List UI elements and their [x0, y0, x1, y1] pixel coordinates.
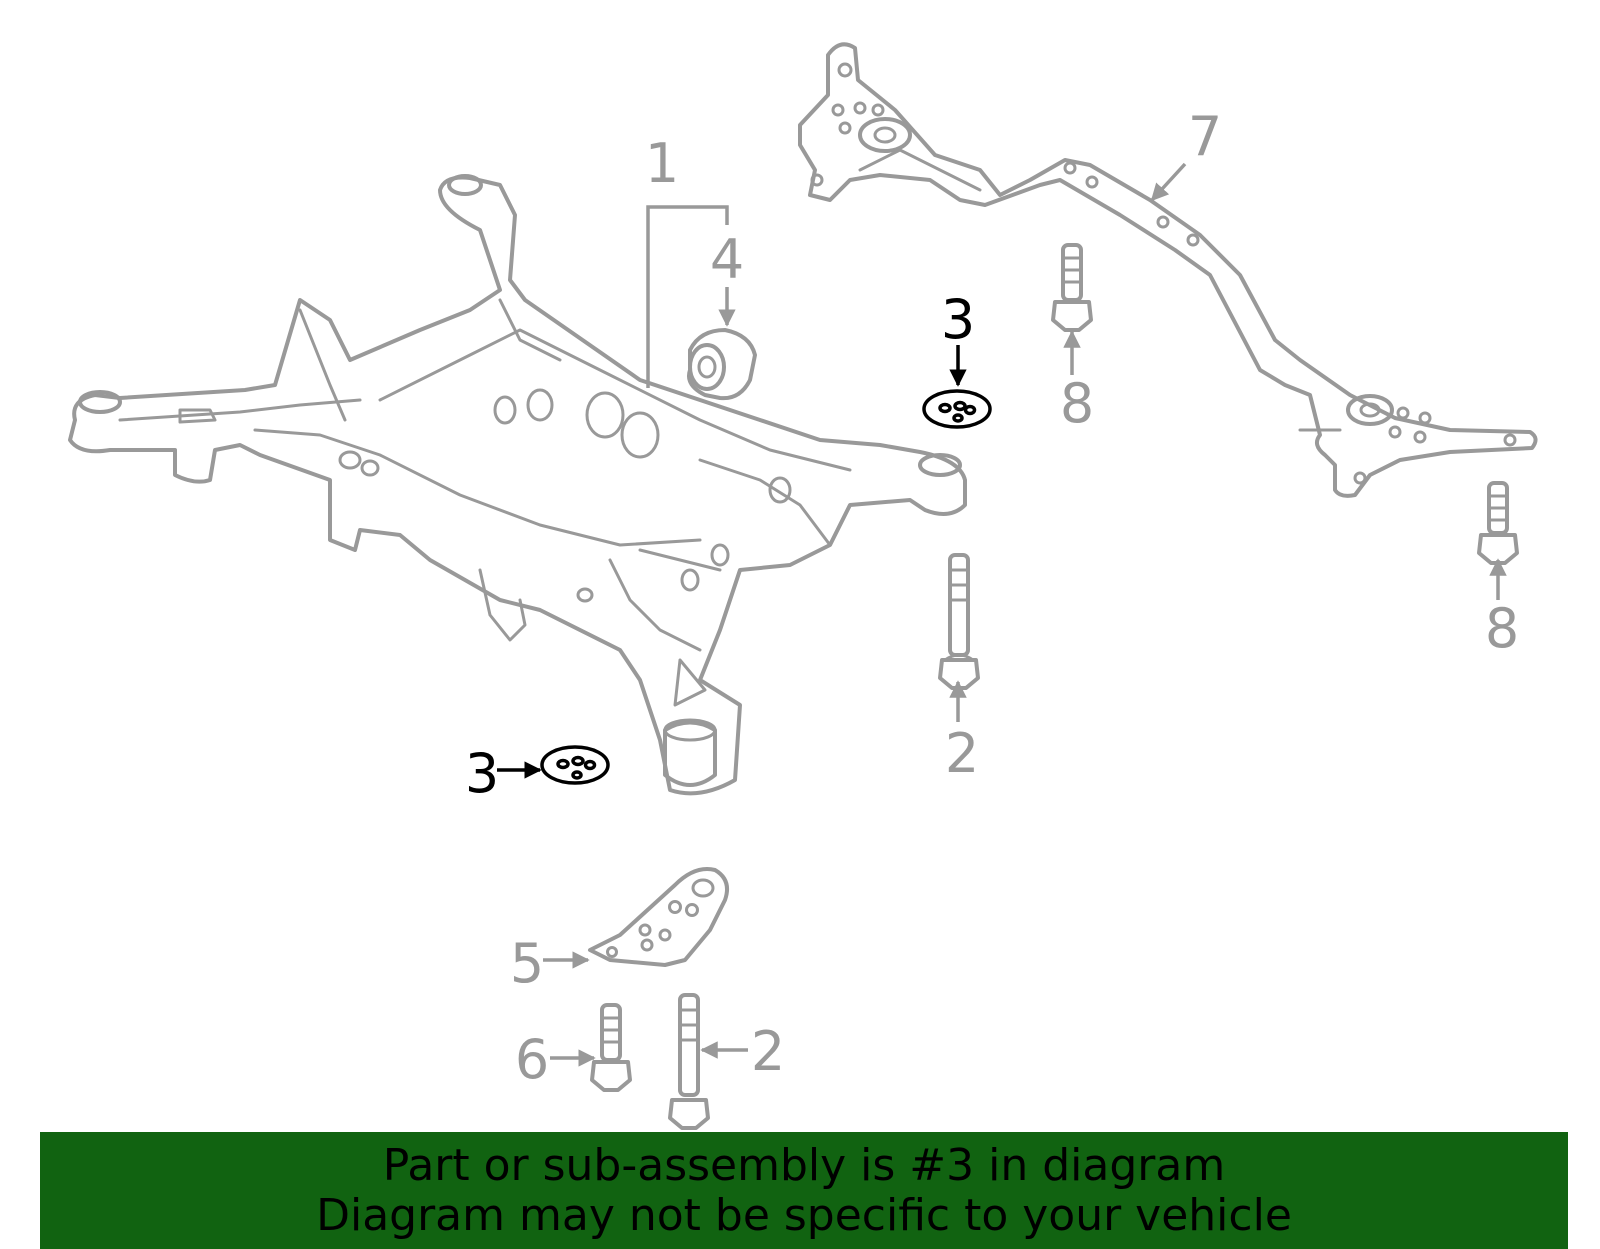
callout-7: 7: [1188, 105, 1222, 168]
callout-1: 1: [645, 132, 679, 195]
rear-brace: [798, 42, 1538, 498]
bolt-6: [590, 1003, 632, 1092]
callout-8-upper: 8: [1060, 372, 1094, 435]
bolt-8-lower: [1477, 481, 1519, 565]
bushing: [687, 328, 757, 401]
callout-2-upper: 2: [945, 722, 979, 785]
bolt-2-upper: [938, 553, 980, 690]
info-banner: Part or sub-assembly is #3 in diagram Di…: [40, 1132, 1568, 1249]
callout-4: 4: [710, 228, 744, 291]
callout-6: 6: [515, 1028, 549, 1091]
callout-5: 5: [510, 932, 544, 995]
rear-subframe: [68, 174, 967, 796]
callout-2-lower: 2: [751, 1020, 785, 1083]
bolt-2-lower: [668, 993, 710, 1130]
callout-3-lower: 3: [465, 742, 499, 805]
part-3-plate-upper: [922, 389, 992, 429]
banner-line-disclaimer: Diagram may not be specific to your vehi…: [316, 1189, 1292, 1241]
leader-lines: [497, 162, 1507, 1067]
part-3-plate-lower: [540, 745, 610, 785]
callout-labels: 1 4 7 3 3 2 8 8 5 6 2: [465, 105, 1519, 1091]
banner-line-part: Part or sub-assembly is #3 in diagram: [382, 1139, 1226, 1191]
bracket: [588, 867, 729, 967]
callout-8-lower: 8: [1485, 597, 1519, 660]
bolt-8-upper: [1051, 243, 1093, 332]
callout-3-upper: 3: [941, 288, 975, 351]
